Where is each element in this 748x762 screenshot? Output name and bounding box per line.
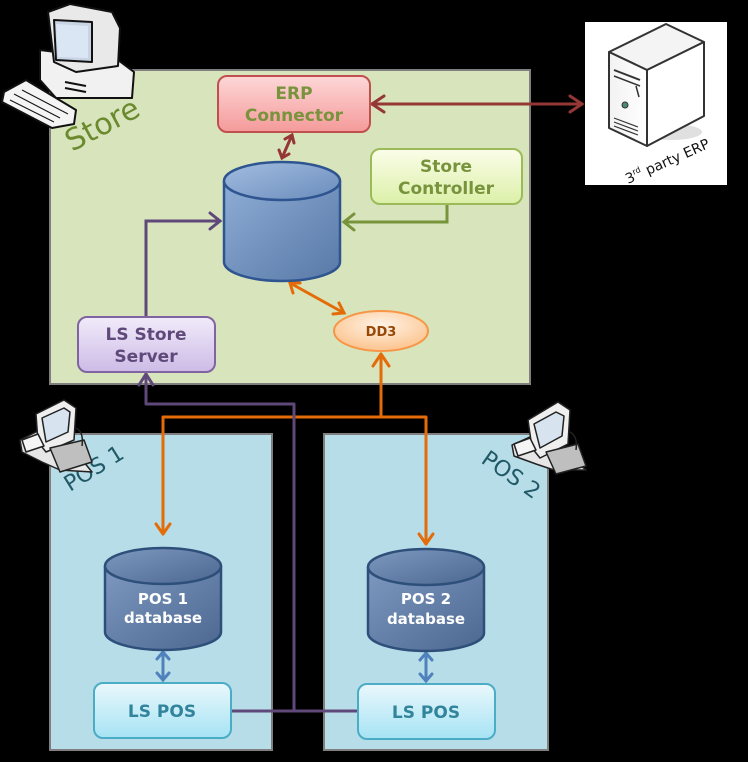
pos2-ls-pos-node[interactable]: LS POS — [357, 683, 496, 740]
pos1-database-label-line2: database — [124, 609, 202, 627]
erp-connector-node[interactable]: ERP Connector — [217, 75, 371, 133]
ls-store-server-label-line1: LS Store — [106, 325, 187, 345]
erp-connector-label-line1: ERP — [275, 84, 312, 104]
connector-controller-db — [341, 203, 449, 232]
connector-erp-db — [277, 132, 296, 161]
connector-erp-thirdparty — [369, 94, 585, 114]
connector-pos2-db-lspos — [418, 650, 434, 684]
server-tower-icon — [608, 23, 705, 147]
pos2-database-label-line2: database — [387, 610, 465, 628]
pos-terminal-icon — [19, 399, 93, 473]
pos2-database-label-line1: POS 2 — [401, 590, 451, 608]
pos2-database-node[interactable]: POS 2 database — [366, 547, 486, 653]
store-database-node[interactable] — [222, 160, 342, 283]
store-controller-label-line2: Controller — [398, 179, 495, 199]
connector-db-dd3 — [287, 281, 347, 316]
third-party-erp-superscript: rd — [631, 165, 642, 177]
pos1-database-node[interactable]: POS 1 database — [103, 546, 223, 652]
pos1-ls-pos-node[interactable]: LS POS — [93, 682, 232, 739]
pos2-ls-pos-label: LS POS — [392, 703, 460, 723]
pos-terminal-icon — [511, 401, 587, 475]
dd3-node[interactable]: DD3 — [333, 310, 429, 352]
ls-store-server-label-line2: Server — [114, 347, 178, 367]
desktop-computer-icon — [1, 3, 135, 129]
connector-lspos-server — [137, 372, 360, 713]
connector-server-db — [144, 211, 223, 318]
third-party-erp-node[interactable]: 3 rd party ERP — [585, 22, 727, 188]
store-controller-label-line1: Store — [420, 157, 472, 177]
store-controller-node[interactable]: Store Controller — [370, 148, 523, 205]
dd3-label: DD3 — [366, 325, 397, 340]
pos1-database-label-line1: POS 1 — [138, 590, 188, 608]
ls-store-server-node[interactable]: LS Store Server — [77, 316, 216, 373]
pos1-ls-pos-label: LS POS — [128, 702, 196, 722]
connector-pos1-db-lspos — [155, 649, 171, 683]
erp-connector-label-line2: Connector — [245, 106, 344, 126]
